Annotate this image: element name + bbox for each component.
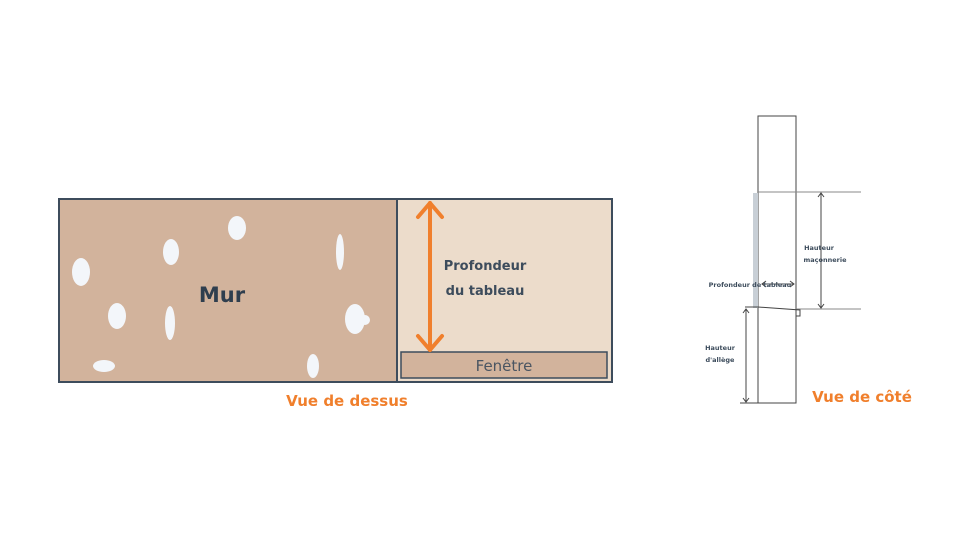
masonry-height-line1: Hauteur — [804, 244, 835, 252]
masonry-height-line2: maçonnerie — [804, 256, 848, 264]
wall-label: Mur — [199, 283, 246, 307]
window-frame — [400, 351, 608, 379]
masonry-height-arrow-icon — [817, 192, 825, 309]
side-view — [740, 115, 861, 404]
wall-block — [58, 198, 398, 383]
depth-label-line1: Profondeur — [444, 259, 527, 274]
side-depth-label: Profondeur de tableau — [709, 281, 792, 289]
window-sill — [745, 306, 801, 317]
depth-arrow-side-icon — [761, 280, 795, 288]
sill-height-arrow-icon — [742, 308, 750, 403]
reveal-shade — [753, 193, 758, 308]
sill-height-line2: d'allège — [706, 356, 736, 364]
wall-section — [757, 115, 797, 404]
stone-spots — [72, 216, 370, 378]
sill-height-line1: Hauteur — [705, 344, 736, 352]
side-view-caption: Vue de côté — [812, 388, 912, 406]
top-view-caption: Vue de dessus — [286, 392, 408, 410]
window-label: Fenêtre — [476, 357, 533, 375]
top-view: Mur Profondeur du tableau Fenêtre Vue de… — [58, 198, 613, 410]
depth-label-line2: du tableau — [446, 284, 525, 299]
depth-arrow-icon — [416, 201, 444, 352]
